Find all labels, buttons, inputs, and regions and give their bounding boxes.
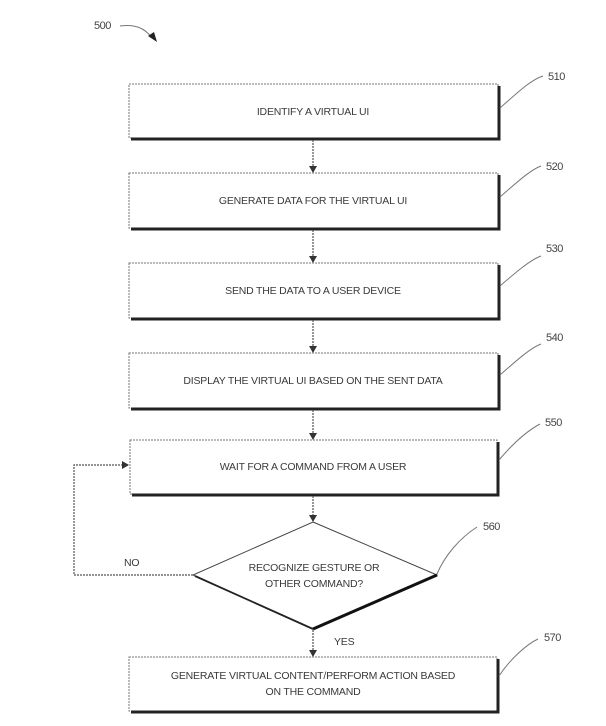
- decision-560-line2: OTHER COMMAND?: [265, 578, 363, 590]
- step-510: IDENTIFY A VIRTUAL UI 510: [128, 71, 566, 141]
- step-570-line1: GENERATE VIRTUAL CONTENT/PERFORM ACTION …: [171, 670, 456, 682]
- step-530-ref: 530: [546, 243, 563, 255]
- step-520-leader: [499, 165, 542, 198]
- step-530-label: SEND THE DATA TO A USER DEVICE: [225, 285, 401, 297]
- step-510-ref: 510: [548, 71, 565, 83]
- no-label: NO: [124, 557, 139, 569]
- step-530: SEND THE DATA TO A USER DEVICE 530: [128, 243, 564, 321]
- step-540-ref: 540: [546, 332, 563, 344]
- figure-ref-arrowhead: [148, 32, 157, 42]
- step-550-ref: 550: [545, 417, 562, 429]
- step-570: GENERATE VIRTUAL CONTENT/PERFORM ACTION …: [128, 632, 562, 714]
- step-510-label: IDENTIFY A VIRTUAL UI: [257, 106, 369, 118]
- no-loop-connector: [73, 461, 193, 576]
- step-570-line2: ON THE COMMAND: [265, 686, 361, 698]
- step-540: DISPLAY THE VIRTUAL UI BASED ON THE SENT…: [128, 332, 564, 411]
- step-520-ref: 520: [546, 161, 563, 173]
- step-550-label: WAIT FOR A COMMAND FROM A USER: [220, 461, 407, 473]
- step-520-label: GENERATE DATA FOR THE VIRTUAL UI: [219, 195, 407, 207]
- decision-560-line1: RECOGNIZE GESTURE OR: [249, 562, 380, 574]
- decision-560: RECOGNIZE GESTURE OR OTHER COMMAND? 560: [191, 521, 501, 631]
- step-530-leader: [499, 255, 542, 287]
- step-570-leader: [498, 638, 539, 677]
- step-540-label: DISPLAY THE VIRTUAL UI BASED ON THE SENT…: [183, 375, 442, 387]
- step-550: WAIT FOR A COMMAND FROM A USER 550: [129, 417, 563, 497]
- decision-560-ref: 560: [483, 521, 500, 533]
- yes-label: YES: [334, 636, 355, 648]
- decision-560-leader: [436, 526, 478, 575]
- step-550-leader: [498, 423, 541, 461]
- step-510-leader: [499, 75, 544, 109]
- step-520: GENERATE DATA FOR THE VIRTUAL UI 520: [128, 161, 564, 231]
- step-570-ref: 570: [544, 632, 561, 644]
- figure-ref-arrow: [119, 25, 153, 39]
- figure-ref-label: 500: [94, 20, 111, 32]
- step-540-leader: [499, 343, 542, 376]
